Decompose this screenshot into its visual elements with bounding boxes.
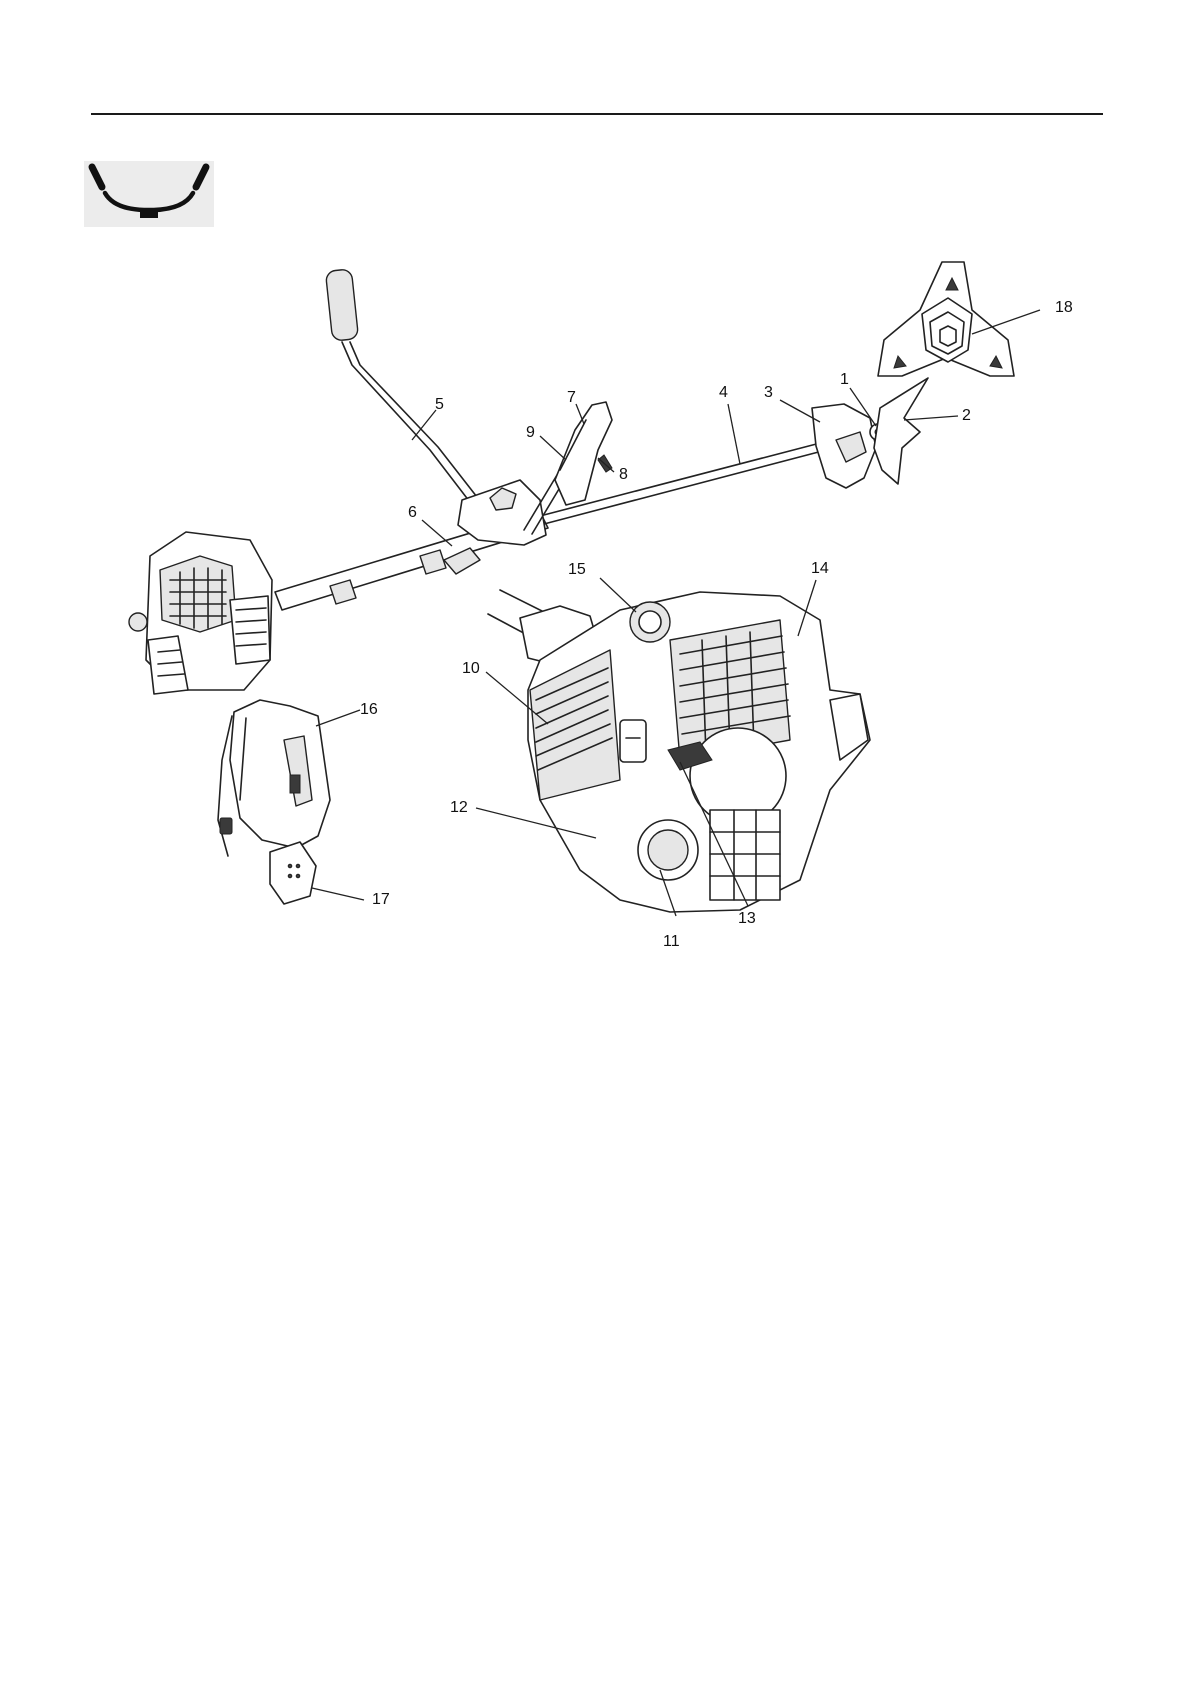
callout-5: 5	[435, 396, 444, 413]
callout-6: 6	[408, 504, 417, 521]
callout-15: 15	[568, 561, 586, 578]
callout-4: 4	[719, 384, 728, 401]
callout-2: 2	[962, 407, 971, 424]
harness	[218, 700, 330, 904]
blade	[874, 378, 928, 484]
fuel-tank-grille	[710, 810, 780, 900]
callout-11: 11	[663, 933, 680, 950]
hip-pad	[270, 842, 316, 904]
three-tooth-blade	[878, 262, 1014, 376]
right-grip-throttle	[555, 402, 612, 505]
callout-10: 10	[462, 660, 480, 677]
handlebar	[325, 269, 612, 574]
callout-14: 14	[811, 560, 829, 577]
callout-8: 8	[619, 466, 628, 483]
left-grip	[325, 269, 358, 341]
callout-3: 3	[764, 384, 773, 401]
engine-detail	[488, 590, 870, 912]
callout-7: 7	[567, 389, 576, 406]
callout-12: 12	[450, 799, 468, 816]
callout-18: 18	[1055, 299, 1073, 316]
callout-16: 16	[360, 701, 378, 718]
engine-small	[129, 532, 272, 694]
cutting-head	[812, 378, 928, 488]
callout-17: 17	[372, 891, 390, 908]
choke-lever	[620, 720, 646, 762]
callout-1: 1	[840, 371, 849, 388]
callout-9: 9	[526, 424, 535, 441]
callout-13: 13	[738, 910, 756, 927]
